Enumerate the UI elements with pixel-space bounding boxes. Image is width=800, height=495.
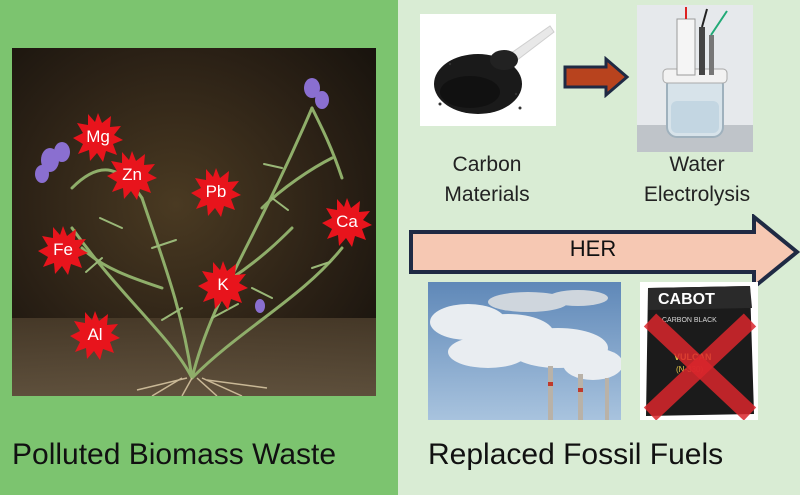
- plant-photo: [12, 48, 376, 396]
- bag-brand-text: CABOT: [658, 291, 715, 308]
- bag-product-text: CARBON BLACK: [662, 317, 717, 324]
- burst-icon: [73, 113, 123, 162]
- carbon-materials-label: Carbon Materials: [444, 153, 530, 206]
- element-label: Fe: [53, 240, 73, 259]
- carbon-black-bag-photo: CABOT CARBON BLACK VULCAN (N-330): [640, 282, 758, 420]
- burst-icon: [70, 311, 120, 360]
- element-badge-ca: Ca: [322, 197, 372, 247]
- burst-icon: [107, 151, 157, 200]
- her-label: HER: [569, 236, 617, 261]
- burst-icon: [322, 198, 372, 247]
- process-arrow: [563, 56, 630, 98]
- left-caption: Polluted Biomass Waste: [12, 438, 337, 471]
- element-badge-fe: Fe: [38, 225, 88, 275]
- water-electrolysis-label: Water Electrolysis: [643, 153, 751, 206]
- element-badge-pb: Pb: [191, 167, 241, 217]
- element-badge-al: Al: [70, 310, 120, 360]
- element-label: Ca: [336, 212, 358, 231]
- element-label: Mg: [86, 127, 110, 146]
- cross-icon: [643, 313, 757, 420]
- element-label: Al: [87, 325, 103, 344]
- element-badge-mg: Mg: [73, 112, 123, 162]
- burst-icon: [38, 226, 88, 275]
- smokestack-photo: [428, 282, 621, 420]
- burst-icon: [191, 168, 241, 217]
- element-label: Zn: [122, 165, 142, 184]
- burst-icon: [198, 261, 248, 310]
- right-caption: Replaced Fossil Fuels: [428, 438, 724, 471]
- her-arrow: [409, 214, 800, 290]
- electrolysis-cell-photo: [637, 5, 753, 152]
- element-badge-k: K: [198, 260, 248, 310]
- element-label: Pb: [205, 182, 227, 201]
- element-badge-zn: Zn: [107, 150, 157, 200]
- carbon-powder-photo: [420, 14, 556, 126]
- element-label: K: [217, 275, 229, 294]
